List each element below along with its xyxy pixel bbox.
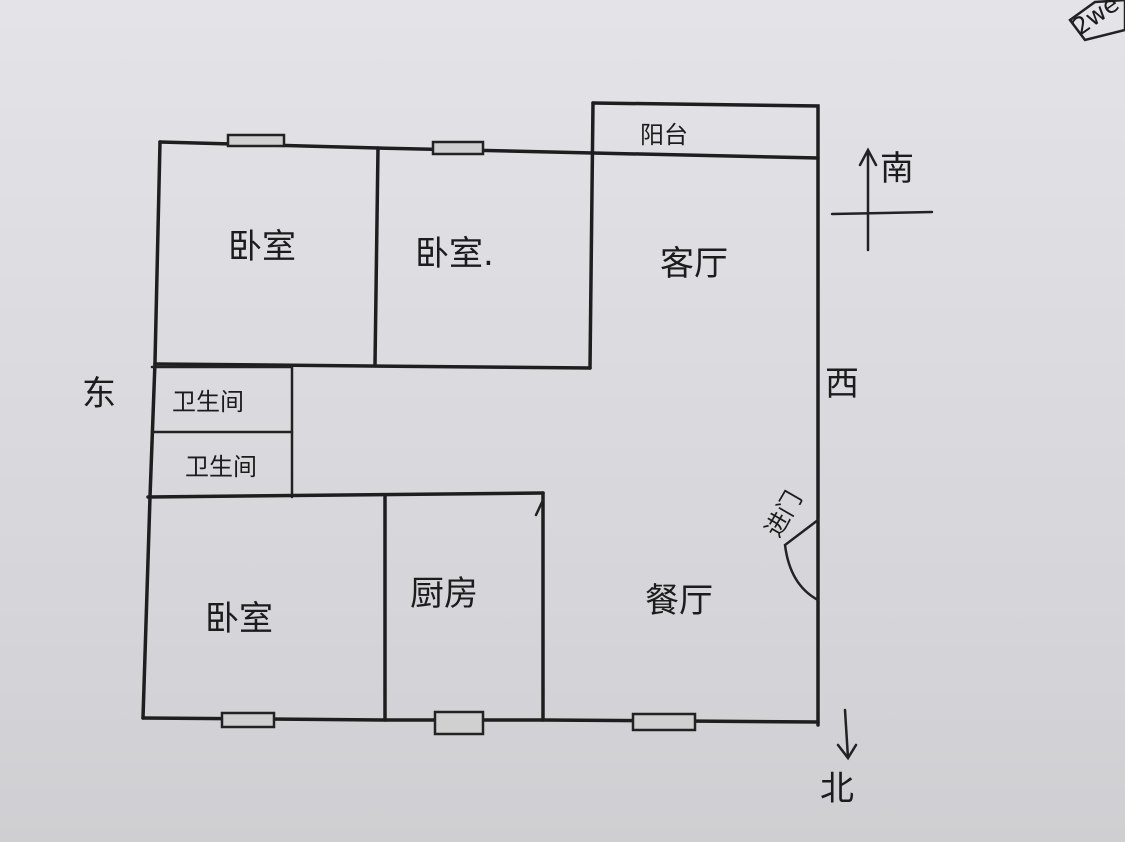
direction-south: 南 — [880, 149, 914, 189]
window-icon — [433, 710, 485, 736]
room-label-bathroom-1: 卫生间 — [172, 388, 244, 416]
direction-east: 东 — [82, 374, 116, 414]
direction-west: 西 — [825, 364, 859, 404]
window-icon — [431, 140, 485, 156]
window-icon — [631, 712, 697, 732]
entrance-door-icon — [783, 518, 820, 602]
room-label-bedroom-1: 卧室 — [228, 227, 296, 267]
room-label-living-room: 客厅 — [660, 244, 728, 284]
north-arrow-icon — [836, 708, 858, 761]
room-label-bathroom-2: 卫生间 — [185, 453, 257, 481]
stamp-text: 2we — [1067, 0, 1124, 41]
room-label-bedroom-2: 卧室. — [415, 234, 494, 274]
windows — [220, 133, 697, 736]
room-label-balcony: 阳台 — [640, 121, 688, 149]
room-label-dining-room: 餐厅 — [645, 581, 713, 621]
room-label-bedroom-3: 卧室 — [205, 599, 273, 639]
south-arrow-icon — [830, 147, 934, 252]
window-icon — [226, 133, 286, 148]
direction-north: 北 — [820, 769, 854, 809]
room-label-kitchen: 厨房 — [410, 574, 478, 614]
corner-stamp: 2we — [1067, 0, 1125, 42]
window-icon — [220, 711, 276, 729]
